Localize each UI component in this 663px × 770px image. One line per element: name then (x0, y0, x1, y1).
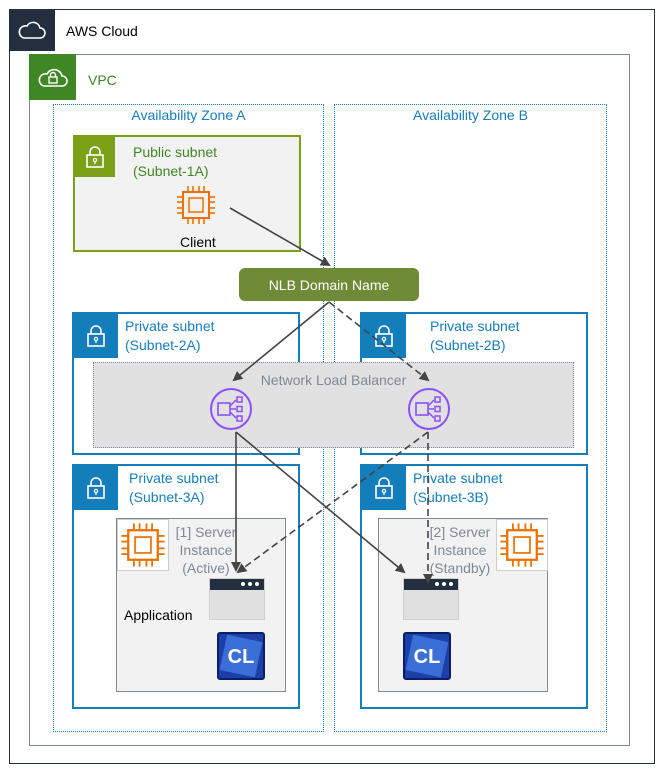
cl-logo-text: CL (227, 646, 255, 668)
lock-icon (74, 314, 118, 358)
aws-cloud-group (9, 9, 655, 764)
server-2-title: [2] Server (429, 524, 491, 540)
arrow-client-to-nlb-domain (229, 207, 331, 266)
arrow-nlb-b-to-server-1 (236, 431, 429, 574)
private-subnet-2a-label: Private subnet (125, 318, 215, 334)
ec2-chip-icon (174, 183, 218, 227)
client-label: Client (180, 234, 216, 250)
public-subnet-label: Public subnet (133, 144, 218, 160)
ec2-chip-icon (496, 519, 548, 571)
nlb-domain-name-label: NLB Domain Name (268, 276, 390, 293)
private-subnet-3a-id: (Subnet-3A) (129, 489, 205, 505)
server-2-status: (Standby) (429, 560, 491, 576)
public-subnet-1a (73, 135, 301, 252)
application-label: Application (124, 607, 193, 623)
app-window-icon (403, 578, 459, 620)
server-1-status: (Active) (182, 560, 230, 576)
private-subnet-2a-id: (Subnet-2A) (125, 337, 201, 353)
ec2-chip-icon (117, 519, 169, 571)
lock-icon (362, 466, 406, 510)
private-subnet-3b-id: (Subnet-3B) (413, 489, 489, 505)
cloud-icon (9, 9, 55, 51)
availability-zone-a-label: Availability Zone A (131, 107, 246, 123)
availability-zone-b-label: Availability Zone B (413, 107, 528, 123)
cl-logo-icon: CL (217, 632, 265, 680)
private-subnet-3b-label: Private subnet (413, 470, 503, 486)
network-load-balancer-zone (93, 362, 574, 448)
arrow-domain-to-nlb-b (328, 301, 430, 382)
private-subnet-2b-label: Private subnet (430, 318, 520, 334)
nlb-icon (406, 386, 452, 432)
lock-icon (75, 137, 115, 177)
server-2-subtitle: Instance (433, 542, 487, 558)
vpc-cloud-lock-icon (29, 54, 76, 100)
nlb-icon (208, 386, 254, 432)
public-subnet-id: (Subnet-1A) (133, 163, 209, 179)
network-load-balancer-label: Network Load Balancer (260, 372, 407, 388)
server-1-subtitle: Instance (179, 542, 233, 558)
arrow-nlb-a-to-server-2 (235, 431, 406, 574)
cl-logo-icon: CL (403, 632, 451, 680)
lock-icon (362, 314, 406, 358)
lock-icon (74, 466, 118, 510)
cl-logo-text: CL (413, 646, 441, 668)
arrow-domain-to-nlb-a (232, 301, 330, 382)
vpc-group (29, 54, 630, 746)
aws-cloud-label: AWS Cloud (66, 23, 138, 39)
server-1-title: [1] Server (175, 524, 237, 540)
private-subnet-2b-id: (Subnet-2B) (430, 337, 506, 353)
nlb-domain-name: NLB Domain Name (239, 268, 419, 301)
vpc-label: VPC (88, 72, 117, 88)
app-window-icon (209, 578, 265, 620)
private-subnet-3a-label: Private subnet (129, 470, 219, 486)
